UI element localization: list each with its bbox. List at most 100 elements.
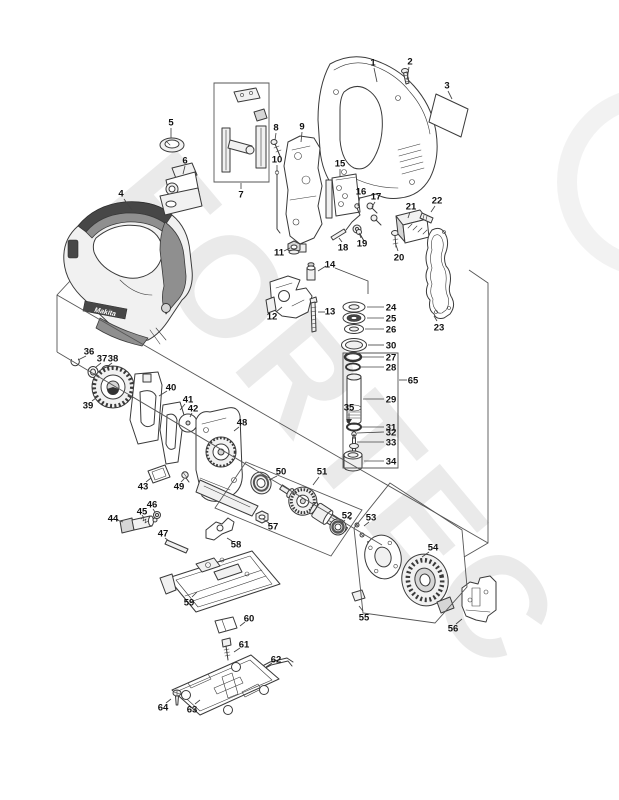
part-30-ring: [341, 338, 367, 352]
part-leader-43: [145, 477, 152, 483]
part-label-30: 30: [386, 340, 397, 351]
part-leader-45: [141, 514, 145, 519]
part-label-24: 24: [386, 302, 397, 313]
part-label-59: 59: [184, 597, 195, 608]
part-28-o-ring: [345, 362, 361, 372]
part-label-64: 64: [158, 702, 169, 713]
part-label-9: 9: [299, 121, 304, 132]
part-label-5: 5: [168, 117, 174, 128]
part-31-ring: [346, 422, 362, 432]
part-label-4: 4: [118, 188, 124, 199]
part-54-stator: [351, 534, 455, 614]
part-label-60: 60: [244, 613, 255, 624]
part-leader-23: [433, 315, 438, 322]
part-26-washer: [344, 324, 364, 334]
part-leader-64: [165, 698, 172, 704]
part-1-housing-half: [317, 56, 438, 199]
part-label-43: 43: [138, 481, 149, 492]
part-label-13: 13: [325, 306, 336, 317]
part-label-20: 20: [394, 252, 405, 263]
part-label-44: 44: [108, 513, 119, 524]
part-label-51: 51: [317, 466, 328, 477]
part-leader-59: [191, 591, 198, 598]
part-leader-56: [455, 618, 463, 625]
part-leader-60: [239, 621, 246, 627]
part-label-57: 57: [268, 521, 279, 532]
armature-group: [214, 461, 363, 557]
part-label-15: 15: [335, 158, 346, 169]
leaders-layer: [77, 66, 463, 705]
part-label-40: 40: [166, 382, 177, 393]
part-label-53: 53: [366, 512, 377, 523]
part-label-50: 50: [276, 466, 287, 477]
part-leader-44: [116, 519, 124, 523]
part-47-pin: [164, 539, 189, 554]
part-61-bolt: [221, 637, 232, 661]
part-label-37: 37: [97, 353, 108, 364]
part-leader-40: [158, 390, 168, 397]
part-leader-48: [233, 426, 240, 432]
part-leader-12: [275, 306, 283, 313]
part-leader-39: [91, 397, 97, 402]
part-label-28: 28: [386, 362, 397, 373]
part-leader-50: [268, 475, 278, 481]
part-leader-19: [358, 232, 362, 239]
part-leader-3: [447, 90, 453, 100]
part-leader-21: [407, 211, 411, 219]
part-label-35: 35: [344, 402, 355, 413]
part-leader-54: [421, 551, 430, 558]
part-label-47: 47: [158, 528, 169, 539]
outlines-layer: [56, 82, 489, 624]
part-leader-8: [274, 132, 277, 141]
part-leader-47: [164, 537, 170, 542]
part-leader-53: [363, 521, 370, 527]
part-label-62: 62: [271, 654, 282, 665]
part-label-7: 7: [238, 189, 243, 200]
part-25-bearing: [342, 312, 366, 324]
part-36-clip: [70, 358, 80, 367]
part-13-bolt: [309, 296, 318, 333]
part-label-32: 32: [386, 427, 397, 438]
part-label-3: 3: [444, 80, 449, 91]
part-leader-63: [194, 699, 201, 705]
part-leader-58: [226, 537, 233, 542]
part-leader-1: [373, 67, 378, 83]
part-14-cylinder: [306, 262, 316, 281]
part-label-39: 39: [83, 400, 94, 411]
part-46-ball: [153, 511, 161, 519]
part-label-26: 26: [386, 324, 397, 335]
part-label-41: 41: [183, 394, 194, 405]
part-leader-42: [189, 412, 193, 418]
parts-layer: Makita: [63, 56, 497, 716]
part-leader-22: [430, 205, 436, 213]
part-9-slider-housing: [283, 135, 323, 253]
part-64-screw: [172, 689, 182, 706]
part-leader-61: [233, 647, 241, 653]
part-60-clamp-plate: [214, 616, 238, 634]
part-58-clamp: [205, 517, 235, 541]
part-label-65: 65: [408, 375, 419, 386]
part-8-screw: [270, 139, 282, 157]
part-label-48: 48: [237, 417, 248, 428]
part-label-38: 38: [108, 353, 119, 364]
part-label-8: 8: [273, 122, 278, 133]
part-18-pin: [330, 228, 347, 241]
part-label-49: 49: [174, 481, 185, 492]
part-leader-55: [358, 605, 364, 612]
left-bracket: [56, 280, 71, 352]
part-leader-46: [152, 508, 156, 513]
part-leader-11: [283, 247, 291, 252]
part-16-lever: [345, 203, 361, 231]
part-label-63: 63: [187, 704, 198, 715]
part-leader-38: [107, 362, 113, 367]
part-label-42: 42: [188, 403, 199, 414]
part-59-base-slider: [159, 550, 281, 613]
part-6-switch: [159, 162, 203, 216]
part-label-31: 31: [386, 422, 397, 433]
part-leader-62: [265, 662, 273, 668]
part-label-56: 56: [448, 623, 459, 634]
part-leader-14-1: [317, 265, 327, 272]
